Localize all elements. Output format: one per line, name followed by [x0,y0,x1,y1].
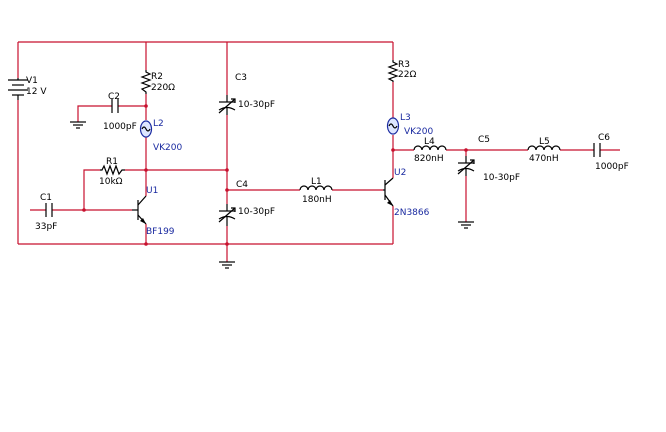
choke-l3: L3 VK200 [386,113,434,137]
transistor-u1: U1 BF199 [132,186,175,237]
ground-symbol-main [219,261,235,269]
l5-ref: L5 [539,137,550,147]
r1-value: 10kΩ [99,177,123,187]
c3-value: 10-30pF [238,100,275,110]
u1-ref: U1 [146,186,158,196]
l1-ref: L1 [311,177,322,187]
c6-value: 1000pF [595,162,629,172]
capacitor-c1: C1 33pF [35,193,57,232]
ground-symbol-c5 [458,221,474,229]
c3-ref: C3 [235,73,247,83]
resistor-r2: R2 220Ω [140,70,175,94]
v1-ref: V1 [26,76,38,86]
transistor-u2: U2 2N3866 [383,168,430,218]
variable-capacitor-c4: C4 10-30pF [218,180,275,226]
r3-ref: R3 [398,60,410,70]
l5-value: 470nH [529,154,559,164]
c1-ref: C1 [40,193,52,203]
r2-ref: R2 [151,72,163,82]
c2-value: 1000pF [103,122,137,132]
inductor-l5: L5 470nH [527,137,561,164]
c6-ref: C6 [598,133,610,143]
resistor-r3: R3 22Ω [387,60,416,82]
r2-value: 220Ω [151,83,175,93]
l3-value: VK200 [404,127,434,137]
r3-value: 22Ω [398,70,416,80]
l2-value: VK200 [153,143,183,153]
c1-value: 33pF [35,222,57,232]
inductor-l4: L4 820nH [413,137,447,164]
l1-value: 180nH [302,195,332,205]
capacitor-c6: C6 1000pF [593,133,629,172]
capacitor-c2: C2 1000pF [103,92,137,132]
c5-value: 10-30pF [483,173,520,183]
r1-ref: R1 [106,157,118,167]
resistor-r1: R1 10kΩ [99,157,125,187]
c4-ref: C4 [236,180,248,190]
l4-ref: L4 [424,137,435,147]
v1-value: 12 V [26,87,47,97]
inductor-l1: L1 180nH [299,177,333,205]
ground-symbol-c2 [70,121,86,129]
battery-v1: V1 12 V [8,76,47,100]
l2-ref: L2 [153,119,164,129]
variable-capacitor-c3: C3 10-30pF [218,73,275,115]
c2-ref: C2 [108,92,120,102]
variable-capacitor-c5: C5 10-30pF [457,135,520,183]
u2-value: 2N3866 [394,208,430,218]
wires [17,41,620,262]
c5-ref: C5 [478,135,490,145]
choke-l2: L2 VK200 [139,119,183,153]
u1-value: BF199 [146,227,175,237]
l3-ref: L3 [400,113,411,123]
junctions [82,104,468,246]
c4-value: 10-30pF [238,207,275,217]
u2-ref: U2 [394,168,406,178]
l4-value: 820nH [414,154,444,164]
